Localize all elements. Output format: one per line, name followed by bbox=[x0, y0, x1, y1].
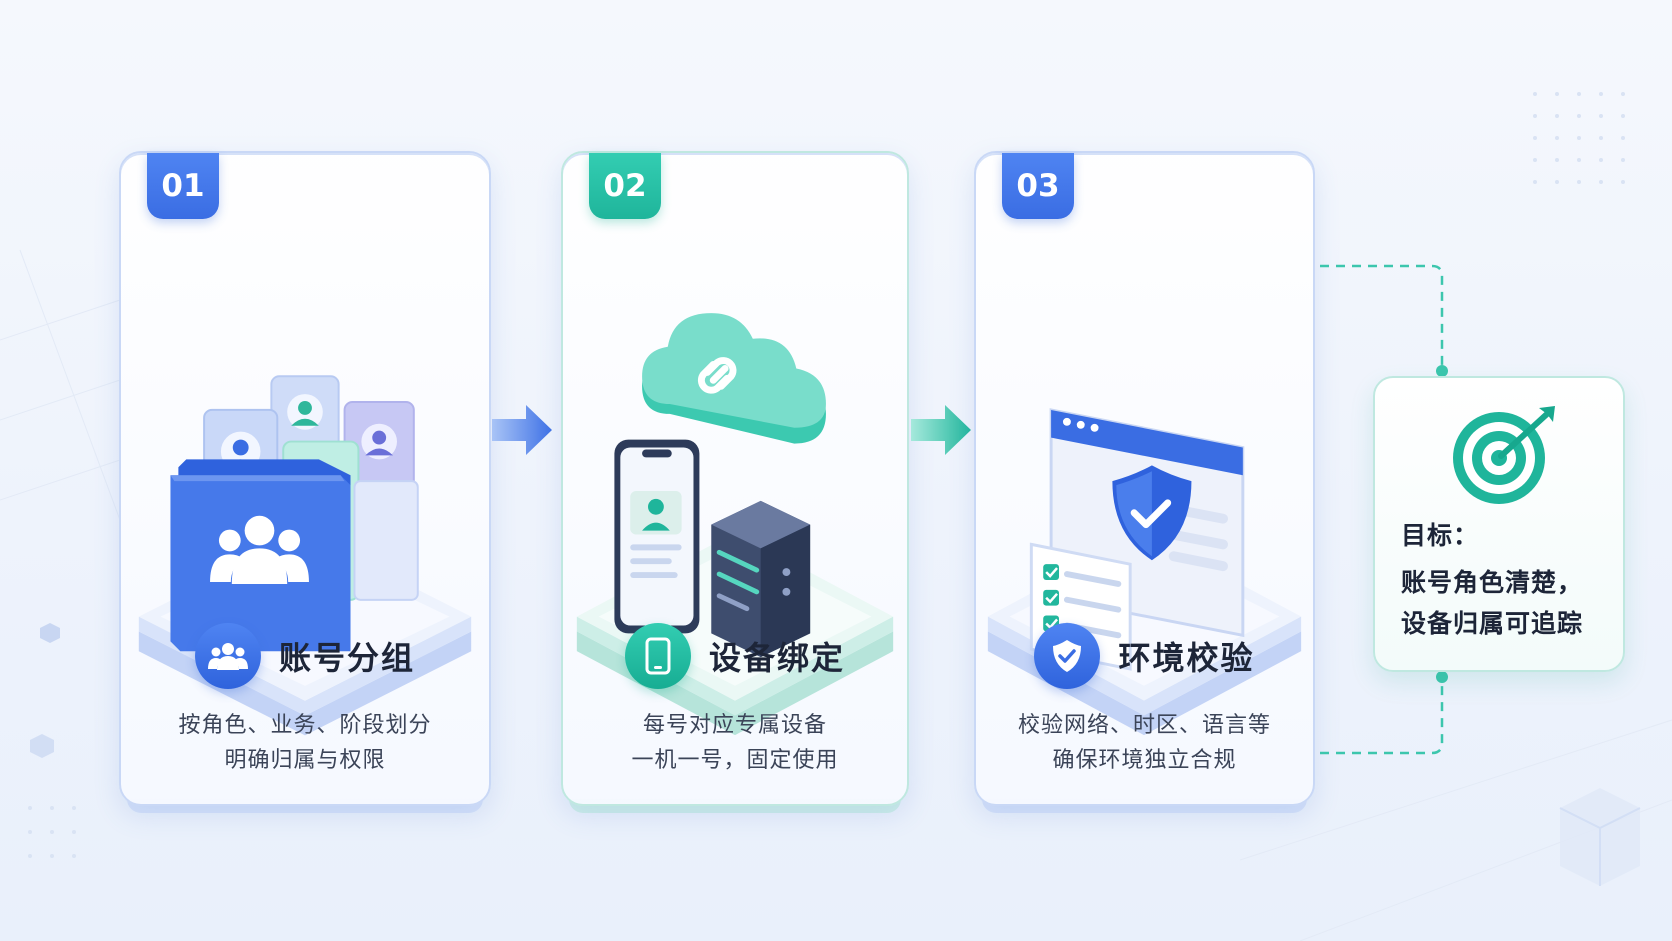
step-description: 校验网络、时区、语言等 确保环境独立合规 bbox=[976, 708, 1313, 778]
step-title-row: 设备绑定 bbox=[563, 623, 907, 689]
step-description-line: 按角色、业务、阶段划分 bbox=[121, 708, 489, 743]
step-description-line: 确保环境独立合规 bbox=[976, 743, 1313, 778]
step-title: 账号分组 bbox=[279, 633, 415, 679]
step-description-line: 每号对应专属设备 bbox=[563, 708, 907, 743]
users-icon bbox=[195, 623, 261, 689]
flow-arrow-icon bbox=[488, 401, 556, 459]
step-description: 按角色、业务、阶段划分 明确归属与权限 bbox=[121, 708, 489, 778]
goal-card: 目标： 账号角色清楚， 设备归属可追踪 bbox=[1373, 376, 1625, 672]
shield-check-icon bbox=[1034, 623, 1100, 689]
account-group-illustration bbox=[121, 213, 489, 773]
step-title: 环境校验 bbox=[1118, 633, 1254, 679]
step-number-badge: 03 bbox=[1002, 153, 1074, 219]
step-card-1: 01 bbox=[119, 151, 491, 806]
step-description-line: 一机一号，固定使用 bbox=[563, 743, 907, 778]
goal-label: 目标： bbox=[1401, 516, 1479, 552]
step-title: 设备绑定 bbox=[709, 633, 845, 679]
step-description: 每号对应专属设备 一机一号，固定使用 bbox=[563, 708, 907, 778]
step-description-line: 明确归属与权限 bbox=[121, 743, 489, 778]
environment-check-illustration bbox=[976, 213, 1313, 773]
step-card-3: 03 bbox=[974, 151, 1315, 806]
goal-line: 设备归属可追踪 bbox=[1401, 604, 1583, 640]
step-title-row: 环境校验 bbox=[976, 623, 1313, 689]
target-icon bbox=[1447, 400, 1567, 510]
phone-icon bbox=[625, 623, 691, 689]
step-description-line: 校验网络、时区、语言等 bbox=[976, 708, 1313, 743]
step-number-badge: 02 bbox=[589, 153, 661, 219]
step-card-2: 02 bbox=[561, 151, 909, 806]
device-binding-illustration bbox=[563, 213, 907, 773]
step-number-badge: 01 bbox=[147, 153, 219, 219]
step-title-row: 账号分组 bbox=[121, 623, 489, 689]
flow-arrow-icon bbox=[907, 401, 975, 459]
goal-line: 账号角色清楚， bbox=[1401, 563, 1583, 599]
